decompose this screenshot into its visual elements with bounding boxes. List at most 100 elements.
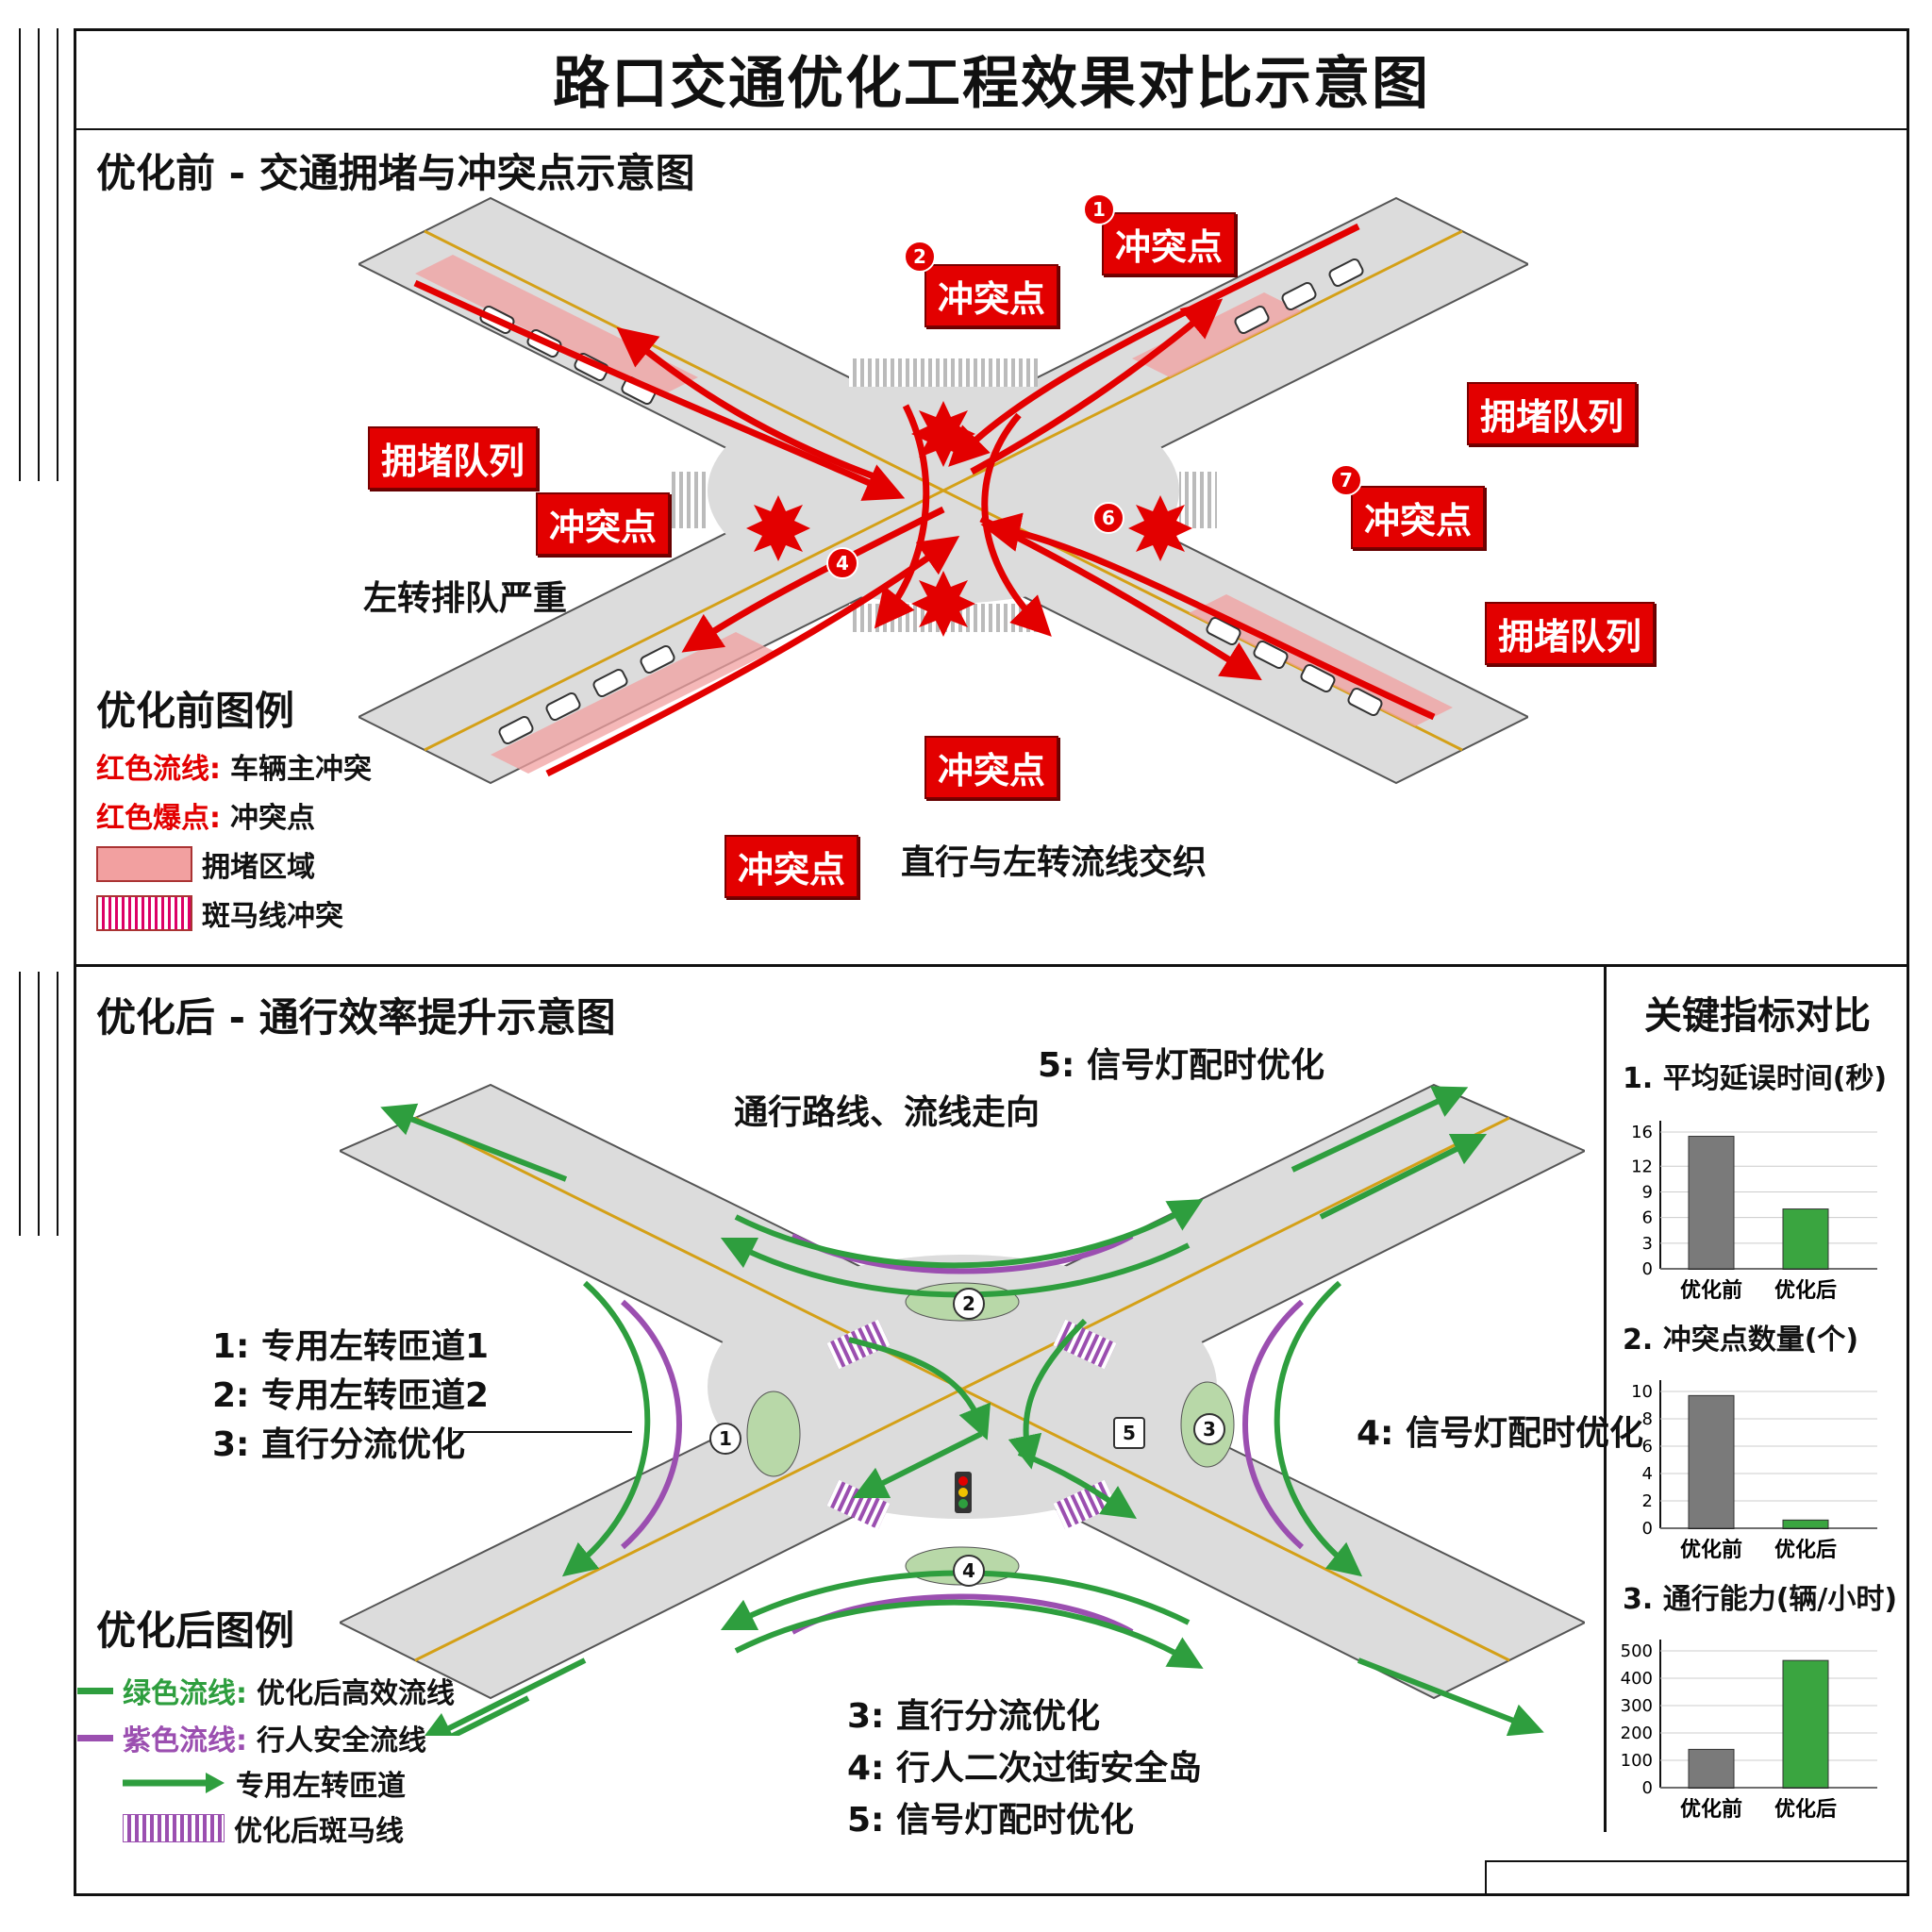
label-signal-timing-bottom: 5: 信号灯配时优化 bbox=[847, 1801, 1134, 1840]
kpi-chart-title-2: 2. 冲突点数量(个) bbox=[1623, 1324, 1859, 1357]
bar-before bbox=[1688, 1136, 1735, 1270]
legend-text: 专用左转匝道 bbox=[236, 1770, 406, 1803]
conflict-marker-4: 4 bbox=[826, 547, 858, 579]
section-divider bbox=[74, 964, 1909, 967]
efficient-flow bbox=[734, 1199, 1204, 1269]
conflict-callout-7: 冲突点 bbox=[1351, 486, 1486, 549]
conflict-callout-1: 冲突点 bbox=[1102, 212, 1237, 275]
conflict-callout-w: 冲突点 bbox=[536, 492, 671, 556]
margin-line bbox=[19, 972, 21, 1236]
efficient-flow bbox=[1008, 1318, 1088, 1470]
bar-after bbox=[1782, 1208, 1829, 1270]
margin-line bbox=[57, 28, 58, 481]
legend-text: 拥堵区域 bbox=[202, 851, 315, 884]
conflict-flow bbox=[616, 326, 889, 485]
efficient-flow bbox=[1017, 1450, 1137, 1519]
bar-after bbox=[1782, 1659, 1829, 1789]
efficient-flow bbox=[1274, 1280, 1363, 1577]
after-legend-title: 优化后图例 bbox=[96, 1607, 295, 1654]
crosswalk-n bbox=[849, 358, 1038, 387]
legend-text: 冲突点 bbox=[230, 802, 315, 835]
queue-callout-nw: 拥堵队列 bbox=[368, 426, 539, 490]
before-section-title: 优化前 - 交通拥堵与冲突点示意图 bbox=[96, 150, 695, 196]
legend-text: 斑马线冲突 bbox=[202, 900, 343, 933]
island-1 bbox=[746, 1391, 801, 1477]
legend-text: 行人安全流线 bbox=[257, 1724, 426, 1757]
conflict-flow bbox=[681, 506, 945, 653]
before-legend-title: 优化前图例 bbox=[96, 688, 295, 734]
efficient-flow bbox=[1291, 1086, 1469, 1173]
conflict-number-2: 2 bbox=[904, 241, 936, 273]
purple-swatch bbox=[77, 1734, 113, 1741]
y-tick-label: 200 bbox=[1621, 1724, 1653, 1743]
green-swatch bbox=[77, 1687, 113, 1694]
conflict-marker-6: 6 bbox=[1092, 502, 1124, 534]
crosswalk-e bbox=[1179, 472, 1217, 528]
kpi-divider bbox=[1604, 964, 1607, 1832]
y-tick-label: 300 bbox=[1621, 1696, 1653, 1716]
label-signal-timing-right: 4: 信号灯配时优化 bbox=[1357, 1414, 1643, 1453]
efficient-flow bbox=[848, 1337, 991, 1441]
queue-callout-se: 拥堵队列 bbox=[1485, 602, 1656, 665]
x-tick-label: 优化后 bbox=[1774, 1538, 1837, 1562]
after-section-title: 优化后 - 通行效率提升示意图 bbox=[96, 994, 616, 1041]
y-tick-label: 100 bbox=[1621, 1751, 1653, 1771]
conflict-flow bbox=[981, 412, 1052, 637]
conflict-flow bbox=[948, 223, 1360, 467]
legend-text: 优化后高效流线 bbox=[257, 1677, 455, 1710]
page-title: 路口交通优化工程效果对比示意图 bbox=[74, 28, 1909, 130]
congestion-zone-sw bbox=[491, 632, 774, 774]
x-tick-label: 优化后 bbox=[1774, 1278, 1837, 1303]
green-arrow-icon bbox=[123, 1773, 225, 1793]
weaving-note: 直行与左转流线交织 bbox=[901, 843, 1208, 882]
y-tick-label: 500 bbox=[1621, 1641, 1653, 1661]
y-tick-label: 3 bbox=[1642, 1234, 1653, 1254]
x-tick-label: 优化后 bbox=[1774, 1797, 1837, 1822]
label-through-split: 3: 直行分流优化 bbox=[212, 1425, 465, 1464]
x-tick-label: 优化前 bbox=[1680, 1797, 1742, 1822]
conflict-flow bbox=[979, 515, 1262, 681]
conflict-number-7: 7 bbox=[1330, 464, 1362, 496]
y-tick-label: 8 bbox=[1642, 1409, 1653, 1429]
y-tick-label: 400 bbox=[1621, 1669, 1653, 1689]
y-tick-label: 10 bbox=[1631, 1382, 1653, 1402]
after-legend-ramp: 专用左转匝道 bbox=[123, 1762, 406, 1804]
x-tick-label: 优化前 bbox=[1680, 1538, 1742, 1562]
efficient-flow bbox=[1357, 1657, 1544, 1736]
y-tick-label: 9 bbox=[1642, 1182, 1653, 1202]
conflict-callout-s: 冲突点 bbox=[924, 736, 1059, 799]
after-legend-purple: 紫色流线: 行人安全流线 bbox=[77, 1717, 426, 1758]
legend-key: 红色爆点: bbox=[96, 802, 221, 835]
efficient-flow bbox=[446, 1695, 530, 1736]
island-number-5: 5 bbox=[1113, 1417, 1145, 1449]
label-through-split-bottom: 3: 直行分流优化 bbox=[847, 1697, 1100, 1736]
legend-text: 车辆主冲突 bbox=[230, 753, 372, 786]
legend-key: 紫色流线: bbox=[123, 1724, 247, 1757]
island-number-1: 1 bbox=[709, 1423, 741, 1455]
kpi-bar-chart-delay: 03691216优化前优化后 bbox=[1631, 1121, 1877, 1303]
conflict-flow bbox=[545, 535, 960, 777]
efficient-flow bbox=[561, 1280, 651, 1577]
efficient-flow bbox=[1319, 1133, 1488, 1220]
y-tick-label: 6 bbox=[1642, 1437, 1653, 1457]
before-legend-conflict-burst: 红色爆点: 冲突点 bbox=[96, 794, 315, 836]
margin-line bbox=[57, 972, 58, 1236]
before-legend-zebra: 斑马线冲突 bbox=[96, 892, 343, 934]
y-tick-label: 0 bbox=[1642, 1778, 1653, 1798]
before-legend-conflict-flow: 红色流线: 车辆主冲突 bbox=[96, 745, 372, 787]
queue-callout-ne: 拥堵队列 bbox=[1467, 382, 1638, 445]
bar-before bbox=[1688, 1394, 1735, 1529]
bar-before bbox=[1688, 1748, 1735, 1789]
efficient-flow bbox=[734, 1599, 1204, 1669]
label-left-turn-ramp-1: 1: 专用左转匝道1 bbox=[212, 1327, 490, 1366]
conflict-callout-sw: 冲突点 bbox=[724, 835, 859, 898]
y-tick-label: 4 bbox=[1642, 1464, 1653, 1484]
y-tick-label: 0 bbox=[1642, 1519, 1653, 1539]
crosswalk-w bbox=[670, 472, 708, 528]
conflict-burst bbox=[911, 401, 975, 467]
after-legend-green: 绿色流线: 优化后高效流线 bbox=[77, 1670, 455, 1711]
label-ped-island: 4: 行人二次过街安全岛 bbox=[847, 1749, 1202, 1788]
leader-line bbox=[453, 1431, 632, 1433]
conflict-number-1: 1 bbox=[1083, 193, 1115, 225]
label-signal-timing-top: 5: 信号灯配时优化 bbox=[1038, 1046, 1324, 1085]
